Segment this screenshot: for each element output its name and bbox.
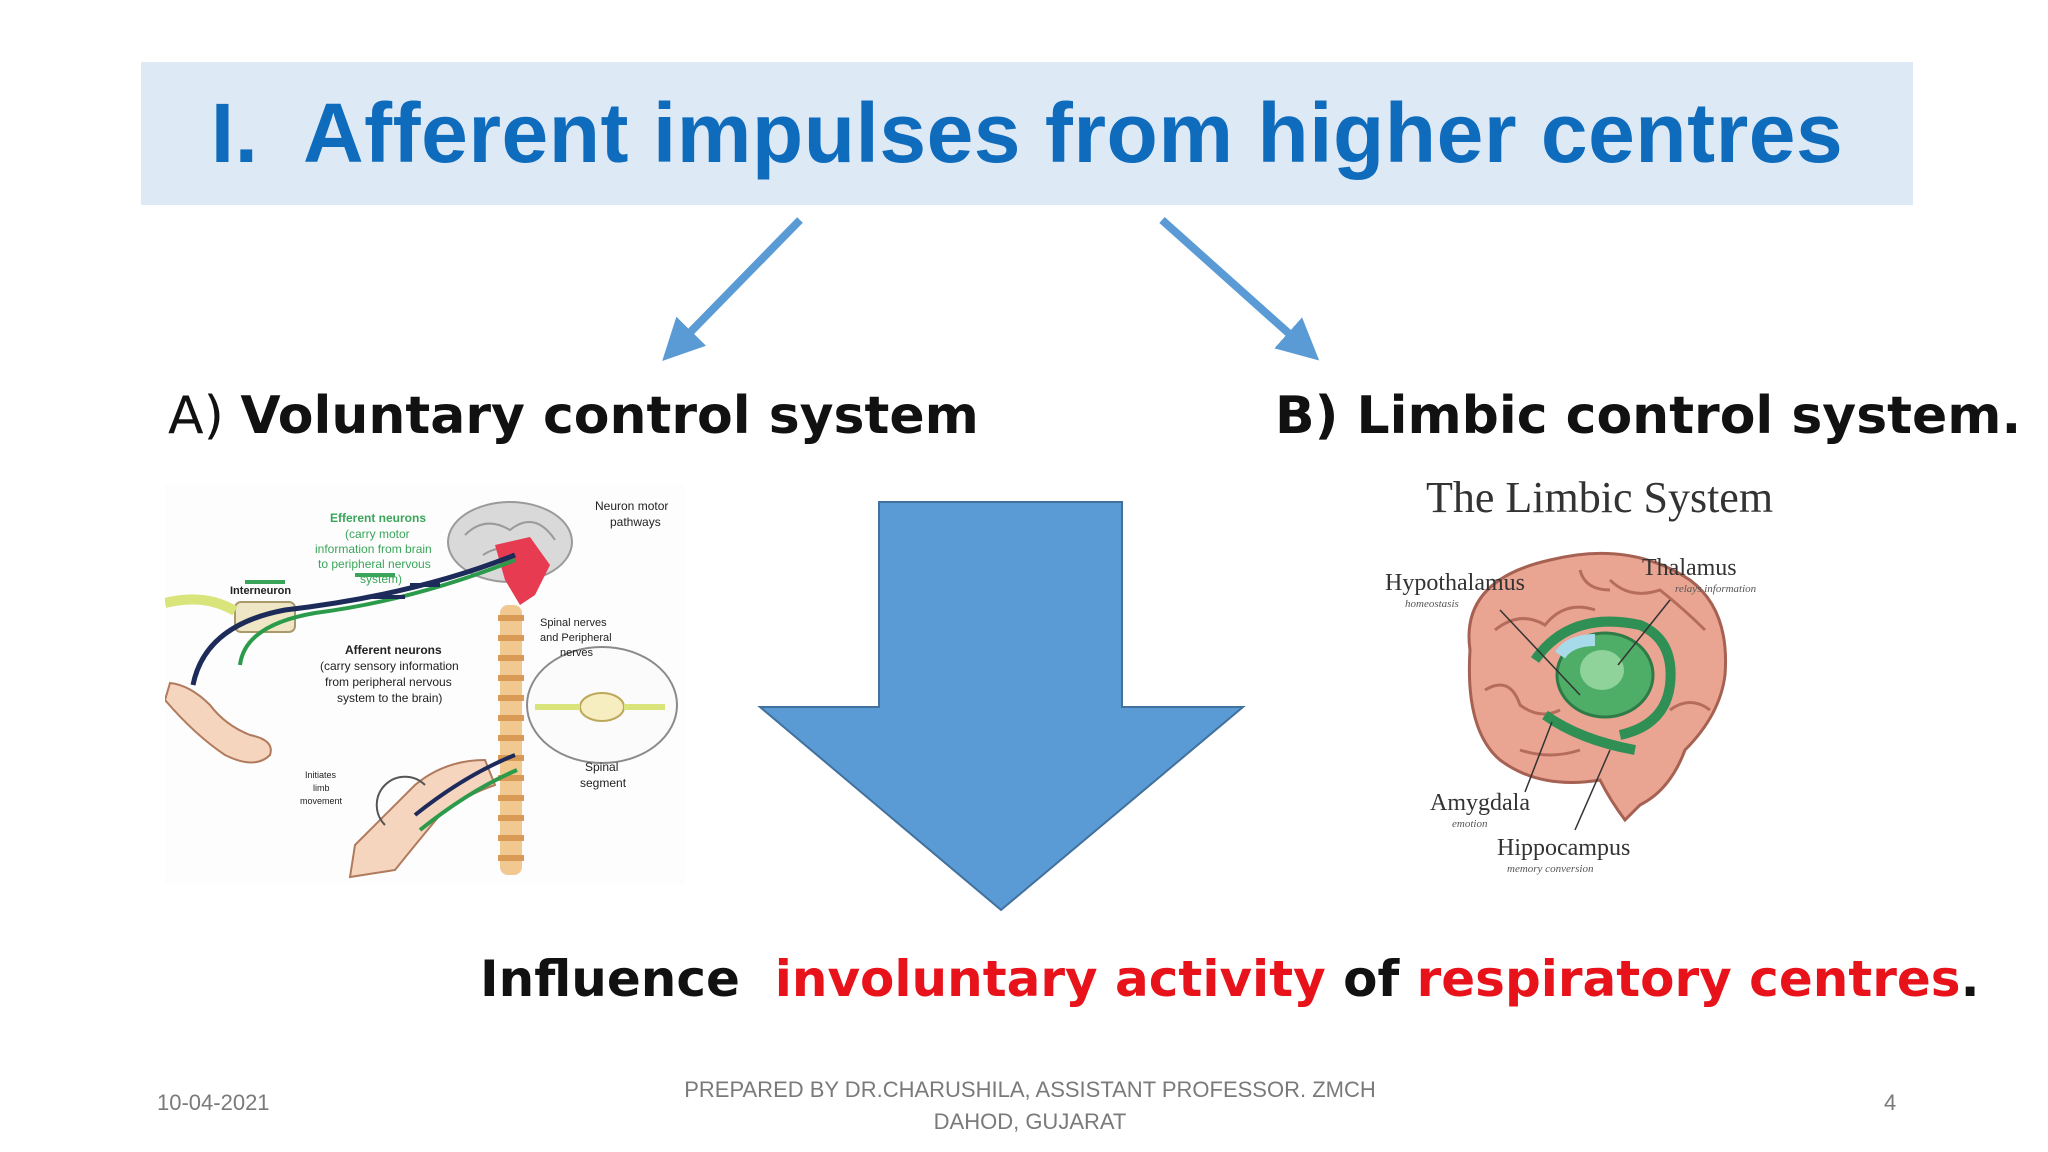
label-thalamus: Thalamus: [1642, 555, 1737, 581]
leg-icon: [348, 758, 497, 879]
footer-date: 10-04-2021: [157, 1090, 270, 1115]
footer-credit: PREPARED BY DR.CHARUSHILA, ASSISTANT PRO…: [680, 1074, 1380, 1138]
limbic-figure-title: The Limbic System: [1426, 473, 1774, 522]
label-hypothalamus-sub: homeostasis: [1405, 598, 1459, 610]
limbic-system-figure: The Limbic System: [1370, 460, 1790, 900]
footer-credit-line-2: DAHOD, GUJARAT: [933, 1109, 1127, 1134]
label-neuron-motor-2: pathways: [610, 515, 661, 529]
label-hippocampus-sub: memory conversion: [1507, 863, 1594, 875]
label-efferent-desc-2: information from brain: [315, 542, 432, 556]
label-spinal-segment-2: segment: [580, 776, 627, 790]
label-initiates-3: movement: [300, 796, 343, 806]
conclusion-text: Influence involuntary activity of respir…: [480, 950, 1980, 1008]
label-amygdala: Amygdala: [1430, 790, 1530, 816]
conclusion-part-3: of: [1325, 950, 1417, 1008]
label-interneuron: Interneuron: [230, 585, 292, 597]
brain-illustration: [1467, 551, 1728, 831]
arrow-down-left-icon: [662, 217, 803, 361]
label-efferent-desc-1: (carry motor: [345, 527, 410, 541]
label-spinal-segment-1: Spinal: [585, 760, 619, 774]
label-afferent: Afferent neurons: [345, 643, 442, 657]
label-afferent-desc-2: from peripheral nervous: [325, 675, 452, 689]
big-down-arrow-icon: [757, 501, 1246, 912]
label-efferent: Efferent neurons: [330, 511, 427, 525]
label-thalamus-sub: relays information: [1675, 583, 1757, 595]
label-hippocampus: Hippocampus: [1497, 835, 1631, 861]
label-spinal-nerves-3: nerves: [560, 647, 594, 659]
nervous-system-illustration: [165, 501, 678, 879]
label-neuron-motor-1: Neuron motor: [595, 499, 669, 513]
title-band: [141, 62, 1913, 205]
footer-page-number: 4: [1884, 1090, 1897, 1115]
label-initiates-1: Initiates: [305, 770, 337, 780]
heading-voluntary-text: Voluntary control system: [240, 386, 979, 446]
conclusion-period: .: [1960, 950, 1980, 1008]
label-efferent-desc-4: system): [360, 572, 402, 586]
label-initiates-2: limb: [313, 783, 330, 793]
hand-icon: [165, 681, 272, 764]
footer-credit-line-1: PREPARED BY DR.CHARUSHILA, ASSISTANT PRO…: [684, 1077, 1376, 1102]
heading-voluntary-prefix: A): [168, 386, 224, 446]
heading-voluntary: A) Voluntary control system: [168, 386, 979, 446]
label-afferent-desc-1: (carry sensory information: [320, 659, 459, 673]
label-efferent-desc-3: to peripheral nervous: [318, 557, 431, 571]
label-spinal-nerves-1: Spinal nerves: [540, 617, 607, 629]
spine-icon: [498, 605, 524, 875]
slide-title: I. Afferent impulses from higher centres: [210, 86, 1844, 180]
label-hypothalamus: Hypothalamus: [1385, 570, 1525, 596]
voluntary-control-figure: Efferent neurons (carry motor informatio…: [165, 485, 685, 885]
label-spinal-nerves-2: and Peripheral: [540, 632, 612, 644]
label-amygdala-sub: emotion: [1452, 818, 1488, 830]
conclusion-respiratory: respiratory centres: [1416, 950, 1961, 1008]
arrow-down-right-icon: [1159, 217, 1320, 361]
conclusion-part-1: Influence: [480, 950, 775, 1008]
label-afferent-desc-3: system to the brain): [337, 691, 443, 705]
heading-limbic: B) Limbic control system.: [1275, 386, 2022, 446]
conclusion-involuntary: involuntary activity: [774, 950, 1326, 1008]
